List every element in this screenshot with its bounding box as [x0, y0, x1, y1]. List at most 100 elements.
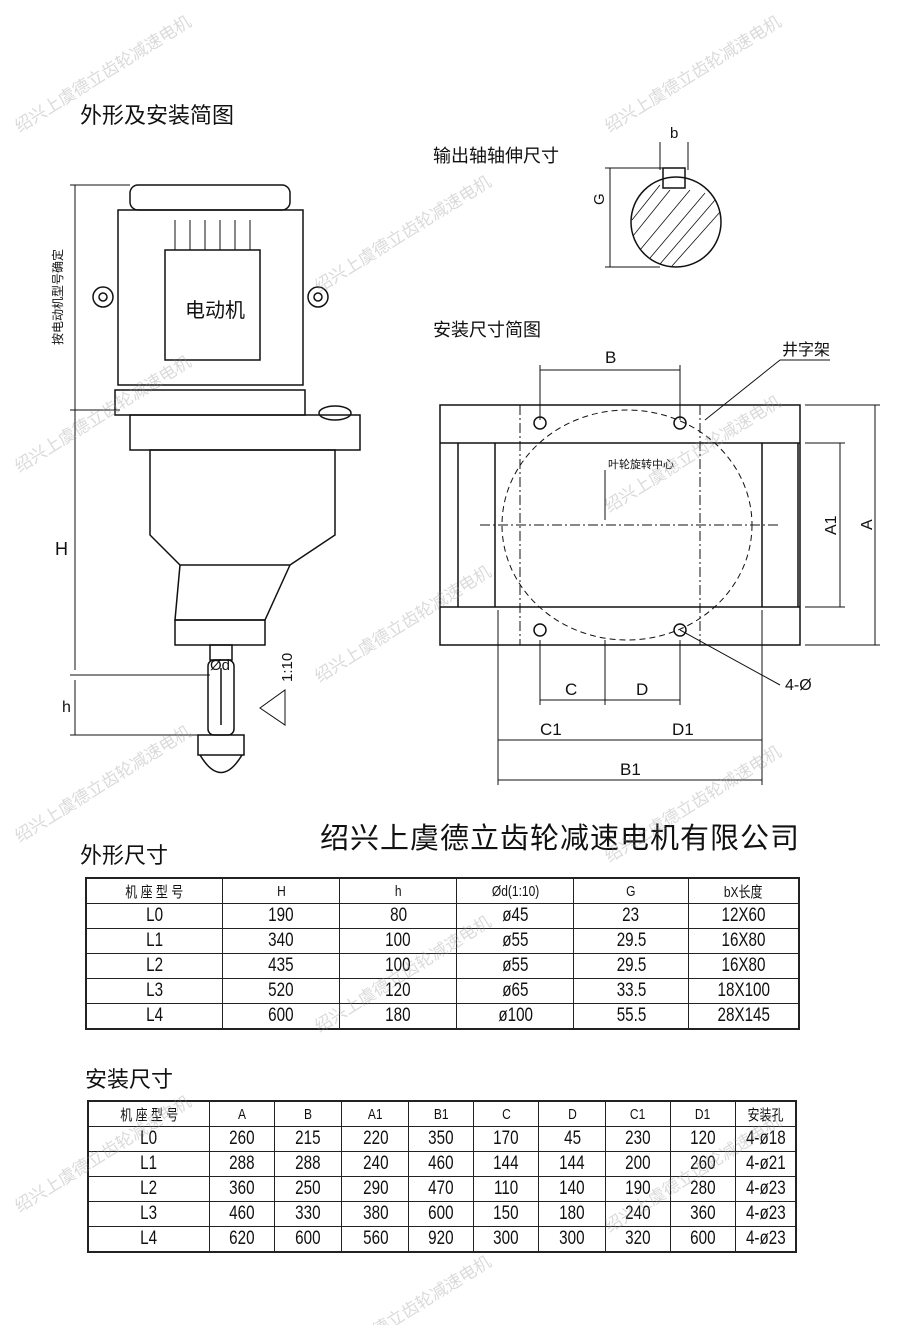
table-cell: 600: [273, 1226, 343, 1253]
cell-text: B1: [433, 1105, 449, 1123]
cell-text: 288: [295, 1153, 321, 1174]
cell-text: Ød(1:10): [491, 882, 540, 900]
table-cell: 240: [605, 1201, 671, 1227]
table-cell: 100: [339, 928, 458, 954]
table-cell: 16X80: [687, 928, 800, 954]
table-cell: 安装孔: [734, 1100, 797, 1127]
dim-h: h: [62, 699, 71, 716]
cell-text: 4-ø23: [745, 1228, 786, 1249]
dim-B: B: [605, 348, 616, 367]
table-cell: 150: [473, 1201, 540, 1227]
cell-text: 16X80: [721, 955, 766, 976]
table-cell: Ød(1:10): [456, 877, 575, 904]
cell-text: 4-ø21: [745, 1153, 786, 1174]
table-cell: 120: [339, 978, 458, 1004]
table-cell: 180: [339, 1003, 458, 1030]
cell-text: L1: [140, 1153, 158, 1174]
cell-text: 4-ø18: [745, 1128, 786, 1149]
cell-text: 80: [389, 905, 407, 926]
table-cell: 29.5: [573, 953, 689, 979]
heading-install-dims: 安装尺寸: [85, 1068, 174, 1093]
table-cell: 300: [538, 1226, 606, 1253]
table-cell: L0: [87, 1126, 210, 1152]
table-cell: 190: [605, 1176, 671, 1202]
table-cell: 170: [473, 1126, 540, 1152]
shaft-section: [605, 142, 722, 268]
cell-text: h: [394, 882, 402, 900]
cell-text: 140: [559, 1178, 585, 1199]
cell-text: 330: [295, 1203, 321, 1224]
table-cell: 460: [408, 1151, 475, 1177]
cell-text: 288: [228, 1153, 255, 1174]
table-cell: L0: [85, 903, 223, 929]
dim-D1: D1: [672, 720, 694, 739]
cell-text: L2: [140, 1178, 158, 1199]
table-cell: 280: [669, 1176, 736, 1202]
cell-text: 4-ø23: [745, 1203, 786, 1224]
cell-text: 320: [625, 1228, 651, 1249]
cell-text: 4-ø23: [745, 1178, 786, 1199]
table-cell: 230: [605, 1126, 671, 1152]
cell-text: 机 座 型 号: [125, 883, 184, 901]
cell-text: L1: [145, 930, 163, 951]
cell-text: L3: [140, 1203, 158, 1224]
table-cell: 16X80: [687, 953, 800, 979]
cell-text: 180: [385, 1005, 411, 1026]
table-cell: 470: [408, 1176, 475, 1202]
table-cell: 180: [538, 1201, 606, 1227]
cell-text: 安装孔: [747, 1106, 784, 1124]
table-cell: 435: [221, 953, 341, 979]
cell-text: 435: [268, 955, 294, 976]
cell-text: 260: [690, 1153, 716, 1174]
table-cell: 250: [273, 1176, 343, 1202]
dim-C: C: [565, 680, 577, 699]
table-cell: L2: [87, 1176, 210, 1202]
table-cell: 260: [669, 1151, 736, 1177]
dim-phi-d: Ød: [210, 657, 230, 674]
table-cell: 80: [339, 903, 458, 929]
table-cell: 120: [669, 1126, 736, 1152]
cell-text: 机 座 型 号: [119, 1106, 178, 1124]
cell-text: 29.5: [616, 930, 646, 951]
cell-text: 33.5: [616, 980, 646, 1001]
table-cell: 4-ø23: [734, 1176, 797, 1202]
table-cell: 4-ø23: [734, 1201, 797, 1227]
cell-text: 23: [622, 905, 640, 926]
motor-side-note: 按电动机型号确定: [50, 249, 65, 345]
cell-text: 100: [385, 930, 411, 951]
table-cell: D: [538, 1100, 606, 1127]
cell-text: 240: [362, 1153, 389, 1174]
table-cell: 320: [605, 1226, 671, 1253]
cell-text: 600: [428, 1203, 454, 1224]
watermark: 绍兴上虞德立齿轮减速电机: [311, 1252, 496, 1325]
table-cell: 920: [408, 1226, 475, 1253]
cell-text: 190: [268, 905, 294, 926]
table-cell: 300: [473, 1226, 540, 1253]
table-cell: 12X60: [687, 903, 800, 929]
table-cell: 600: [669, 1226, 736, 1253]
dim-H: H: [55, 539, 68, 559]
table-cell: 144: [538, 1151, 606, 1177]
cell-text: 12X60: [721, 905, 766, 926]
cell-text: L3: [145, 980, 163, 1001]
cell-text: 180: [559, 1203, 585, 1224]
table-cell: bX长度: [687, 877, 800, 904]
table-cell: 55.5: [573, 1003, 689, 1030]
cell-text: bX长度: [724, 883, 763, 901]
cell-text: 240: [625, 1203, 651, 1224]
table-cell: A1: [341, 1100, 410, 1127]
cell-text: 120: [385, 980, 411, 1001]
table-cell: 380: [341, 1201, 410, 1227]
table-cell: 140: [538, 1176, 606, 1202]
cell-text: 360: [690, 1203, 716, 1224]
table-cell: 144: [473, 1151, 540, 1177]
cell-text: G: [626, 882, 636, 900]
cell-text: 620: [228, 1228, 255, 1249]
table-cell: 4-ø23: [734, 1226, 797, 1253]
table-cell: 28X145: [687, 1003, 800, 1030]
cell-text: 28X145: [717, 1005, 770, 1026]
